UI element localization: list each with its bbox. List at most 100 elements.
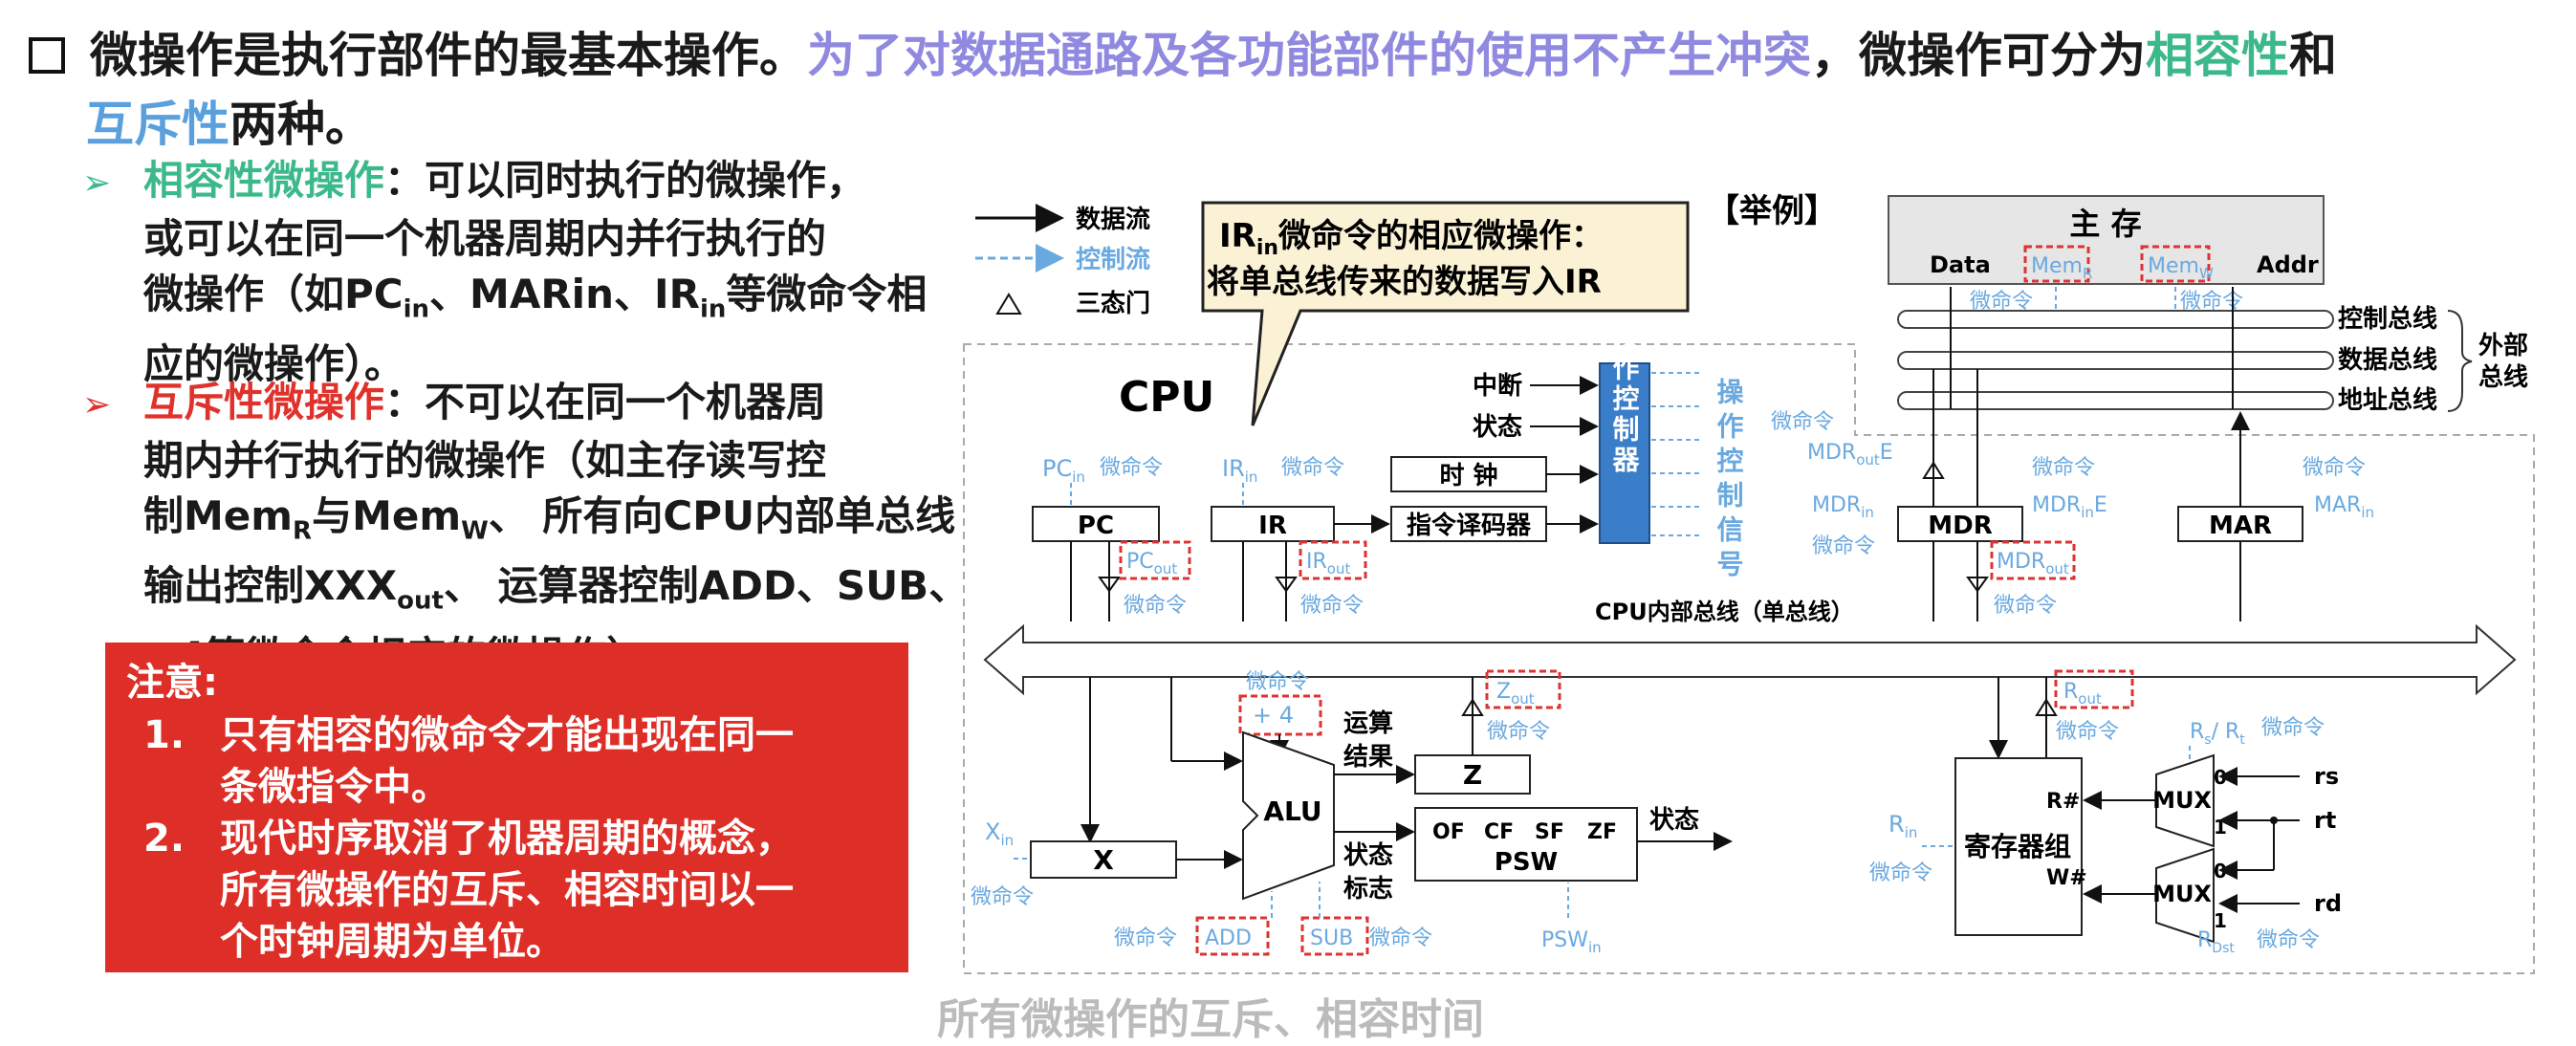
cpu-boundary	[963, 343, 2535, 974]
svg-text:微命令: 微命令	[2303, 456, 2366, 480]
svg-text:X: X	[1093, 844, 1114, 876]
svg-text:Z: Z	[1463, 759, 1482, 791]
legend-data-flow: 数据流	[1076, 206, 1150, 234]
svg-text:PSW: PSW	[1495, 848, 1558, 877]
mux-read	[2155, 753, 2215, 848]
svg-text:rt: rt	[2314, 807, 2336, 834]
svg-text:微命令: 微命令	[2056, 720, 2119, 744]
svg-text:MDRinE: MDRinE	[2032, 493, 2107, 521]
svg-text:ADD: ADD	[1205, 926, 1252, 950]
svg-text:地址总线: 地址总线	[2338, 386, 2437, 415]
svg-text:MARin: MARin	[2314, 493, 2374, 521]
address-bus	[1897, 391, 2334, 410]
compatible-line-4: 应的微操作）。	[143, 340, 405, 388]
svg-text:CF: CF	[1484, 820, 1514, 844]
svg-text:微命令: 微命令	[1100, 456, 1163, 480]
arrow-bullet-icon: ➢	[82, 385, 112, 425]
svg-text:运算: 运算	[1343, 708, 1393, 738]
svg-text:W#: W#	[2046, 866, 2087, 890]
memr-label: MemR	[2031, 254, 2092, 282]
heading-term-compatible: 相容性	[2146, 28, 2289, 83]
svg-text:IR: IR	[1258, 512, 1287, 540]
controller-label: 操作控制器	[1609, 323, 1641, 476]
svg-text:1: 1	[2214, 909, 2227, 932]
svg-text:状态: 状态	[1473, 412, 1522, 442]
svg-text:IRout: IRout	[1306, 550, 1350, 577]
svg-text:Rs/ Rt: Rs/ Rt	[2190, 720, 2245, 748]
svg-text:微命令: 微命令	[1281, 456, 1344, 480]
svg-text:外部: 外部	[2478, 332, 2528, 360]
svg-text:MDRout: MDRout	[1997, 550, 2069, 577]
exclusive-line-1: ：不可以在同一个机器周	[384, 379, 827, 425]
exclusive-term: 互斥性微操作	[143, 379, 385, 425]
svg-text:OF: OF	[1432, 820, 1465, 844]
bottom-cut-off-text: 所有微操作的互斥、相容时间	[937, 995, 1484, 1044]
svg-text:微命令: 微命令	[1812, 534, 1875, 558]
legend-tristate: 三态门	[1076, 289, 1150, 318]
compatible-line-3: 微操作（如PCin、MARin、IRin等微命令相	[143, 271, 928, 324]
note-title: 注意:	[126, 661, 218, 705]
svg-text:中断: 中断	[1473, 371, 1522, 401]
svg-text:MDRin: MDRin	[1812, 493, 1874, 521]
svg-text:微命令: 微命令	[2032, 456, 2095, 480]
svg-text:MDR: MDR	[1928, 512, 1992, 540]
heading-text-purple: 为了对数据通路及各功能部件的使用不产生冲突	[807, 28, 1811, 83]
heading-text-2: ，微操作可分为	[1811, 28, 2146, 83]
svg-text:微命令: 微命令	[2257, 928, 2320, 952]
x-register	[1030, 840, 1177, 879]
svg-text:总线: 总线	[2478, 363, 2528, 392]
svg-text:MAR: MAR	[2209, 512, 2272, 540]
svg-text:微命令: 微命令	[1246, 670, 1309, 694]
page-heading: 微操作是执行部件的最基本操作。为了对数据通路及各功能部件的使用不产生冲突，微操作…	[29, 21, 2553, 159]
data-bus	[1897, 351, 2334, 370]
svg-text:SUB: SUB	[1310, 926, 1353, 950]
arrow-bullet-icon: ➢	[82, 163, 112, 203]
svg-text:数据总线: 数据总线	[2338, 346, 2437, 375]
mux-write	[2155, 847, 2215, 944]
control-bus	[1897, 310, 2334, 329]
callout-bubble	[1201, 201, 1690, 426]
svg-text:控制总线: 控制总线	[2338, 305, 2437, 334]
svg-text:微命令: 微命令	[971, 885, 1034, 909]
main-memory	[1888, 195, 2325, 285]
svg-text:+ 4: + 4	[1253, 702, 1294, 729]
svg-text:微命令: 微命令	[1970, 290, 2033, 314]
svg-text:MDRoutE: MDRoutE	[1807, 441, 1893, 469]
callout-line-2: 将单总线传来的数据写入IR	[1207, 263, 1602, 301]
svg-text:Zout: Zout	[1496, 680, 1535, 708]
heading-text-1: 微操作是执行部件的最基本操作。	[90, 28, 807, 83]
compatible-line-2: 或可以在同一个机器周期内并行执行的	[143, 215, 827, 262]
register-file	[1954, 757, 2083, 936]
bullet-exclusive: ➢互斥性微操作：不可以在同一个机器周 期内并行执行的微操作（如主存读写控 制Me…	[82, 375, 1004, 685]
ctrl-signals-label: 操作控制信号	[1714, 378, 1745, 584]
svg-text:Xin: Xin	[985, 818, 1014, 849]
compatible-term: 相容性微操作	[143, 157, 385, 204]
memory-addr-port: Addr	[2257, 251, 2319, 278]
svg-text:rd: rd	[2314, 890, 2342, 917]
svg-text:PCout: PCout	[1126, 550, 1177, 577]
svg-text:微命令: 微命令	[1487, 720, 1550, 744]
callout-line-1: IRin微命令的相应微操作：	[1219, 217, 1604, 260]
svg-text:指令译码器: 指令译码器	[1407, 511, 1532, 540]
mdr-register	[1897, 506, 2023, 542]
exclusive-line-2: 期内并行执行的微操作（如主存读写控	[143, 437, 827, 484]
svg-text:结果: 结果	[1343, 743, 1393, 772]
note-item-1: 1.只有相容的微命令才能出现在同一条微指令中。	[143, 713, 794, 809]
compatible-line-1: ：可以同时执行的微操作，	[384, 157, 867, 204]
svg-text:微命令: 微命令	[1114, 926, 1177, 950]
alu	[1242, 730, 1335, 901]
svg-text:ZF: ZF	[1587, 820, 1617, 844]
svg-text:Rout: Rout	[2063, 680, 2102, 708]
svg-text:R#: R#	[2046, 790, 2080, 814]
tristate-icon	[995, 293, 1022, 315]
svg-text:ALU: ALU	[1263, 795, 1321, 827]
svg-text:微命令: 微命令	[1300, 594, 1364, 618]
svg-text:状态: 状态	[1649, 805, 1699, 835]
psw-register	[1414, 807, 1638, 882]
svg-text:微命令: 微命令	[1369, 926, 1432, 950]
pcin-label: PCin	[1042, 455, 1085, 486]
memory-data-port: Data	[1930, 251, 1991, 278]
note-box: 注意: 1.只有相容的微命令才能出现在同一条微指令中。 2.现代时序取消了机器周…	[105, 643, 908, 972]
cpu-internal-bus	[983, 623, 2517, 696]
svg-text:1: 1	[2214, 816, 2227, 839]
